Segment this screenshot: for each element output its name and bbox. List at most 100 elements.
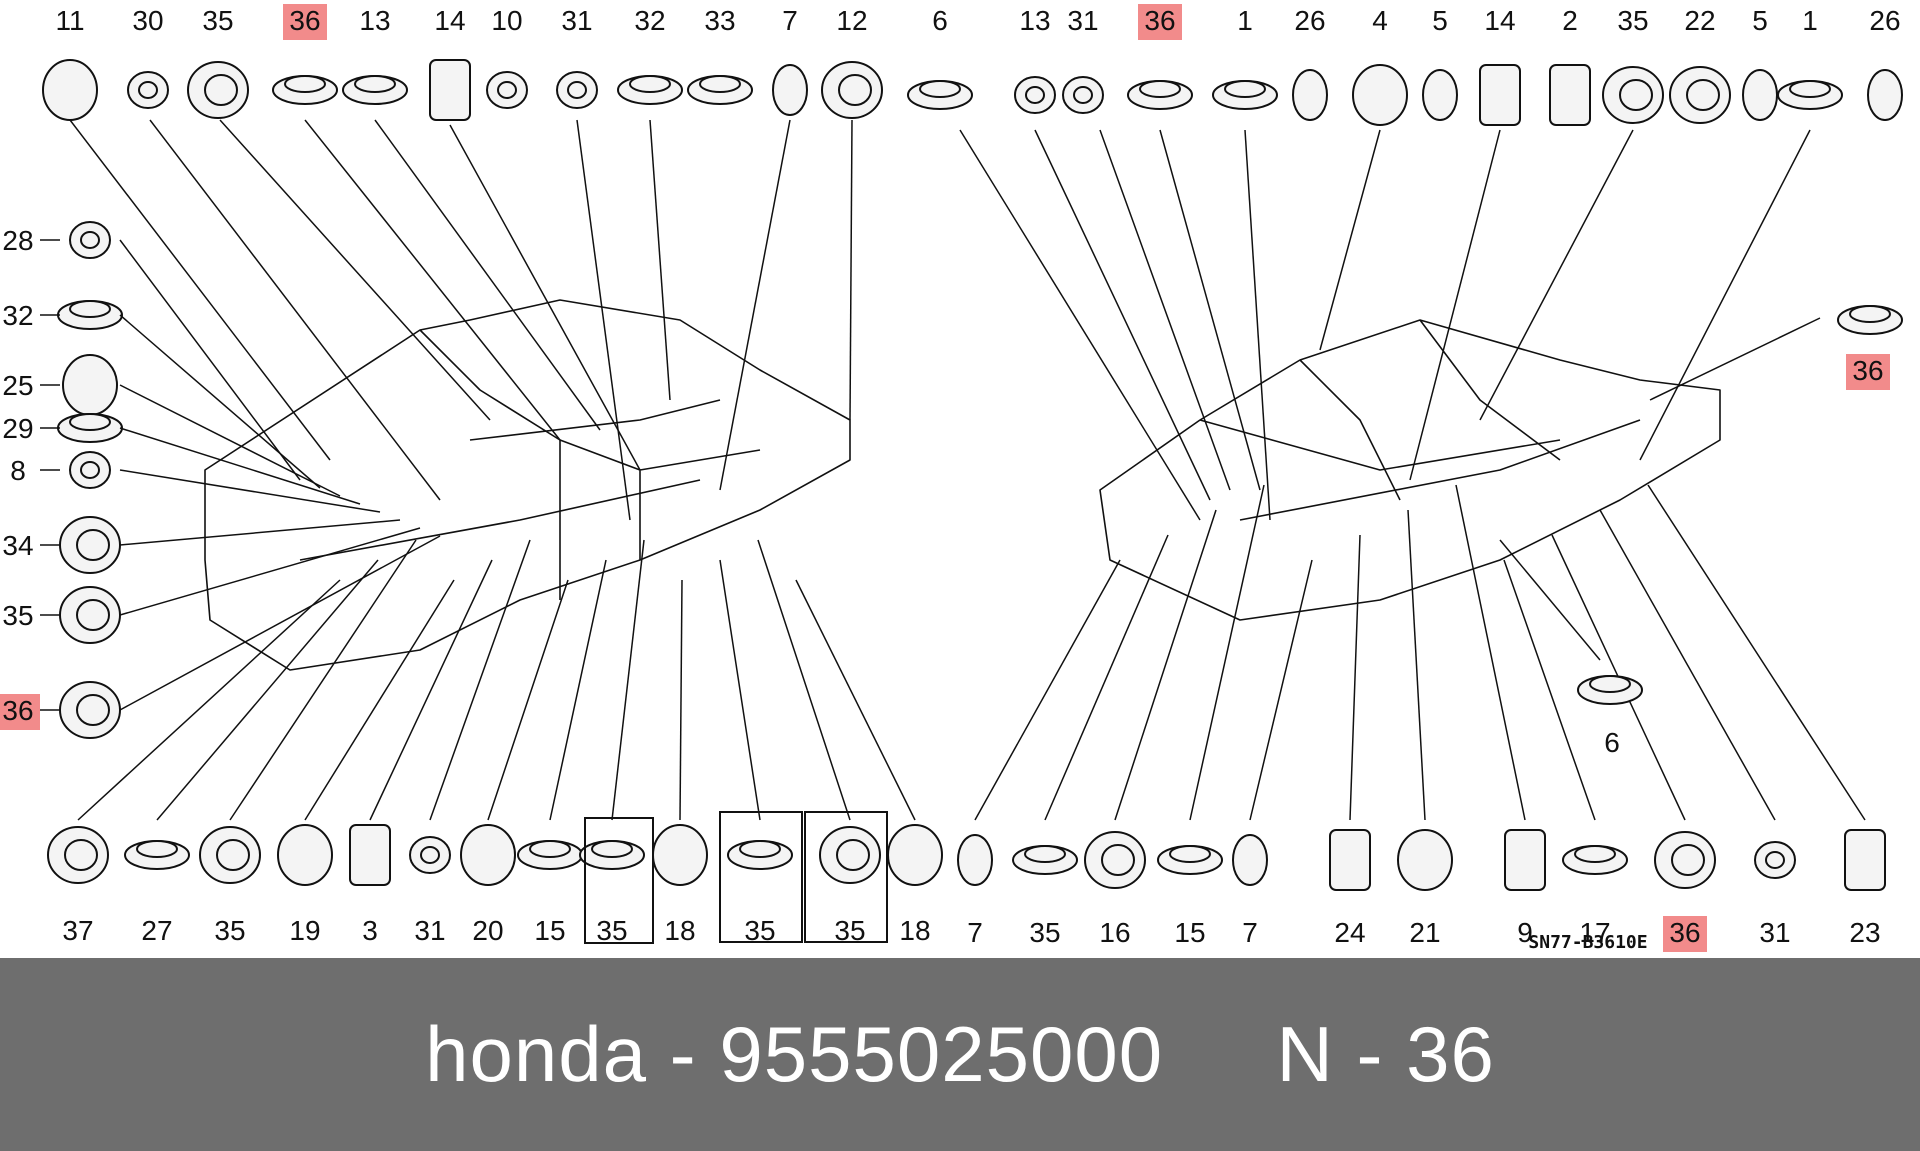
leader-bl-8 [611, 539, 645, 821]
callout-left-0: 28 [2, 225, 33, 256]
part-bottom-left-4 [349, 824, 391, 886]
part-top-right-8 [1479, 64, 1521, 126]
callout-right-side: 36 [1852, 355, 1883, 386]
highlight-box [1138, 4, 1182, 40]
highlight-box [283, 4, 327, 40]
part-left-0 [69, 221, 111, 259]
callout-top-left-2: 35 [202, 5, 233, 36]
part-bottom-left-10 [727, 840, 793, 870]
part-bottom-right-2 [1084, 831, 1146, 889]
part-left-1 [57, 300, 123, 330]
callout-bottom-left-8: 35 [596, 915, 627, 946]
callout-top-right-12: 5 [1752, 5, 1768, 36]
callout-left-6: 35 [2, 600, 33, 631]
leader-bl-9 [679, 579, 683, 821]
callout-left-5: 34 [2, 530, 33, 561]
part-top-right-6 [1352, 64, 1408, 126]
callout-bottom-right-6: 21 [1409, 917, 1440, 948]
leader-bl-5 [429, 539, 531, 821]
callout-top-right-6: 4 [1372, 5, 1388, 36]
leader-br-10 [1599, 509, 1776, 821]
callout-top-right-8: 14 [1484, 5, 1515, 36]
leader-bl-0 [77, 579, 341, 821]
part-top-left-5 [429, 59, 471, 121]
callout-bottom-left-3: 19 [289, 915, 320, 946]
part-number: 9555025000 [719, 1010, 1164, 1098]
part-6-middle [1577, 675, 1643, 705]
callout-bottom-left-12: 18 [899, 915, 930, 946]
leader-tl-11 [849, 119, 853, 421]
drawing-code: SN77-B3610E [1528, 932, 1647, 953]
leader-bl-1 [156, 559, 379, 821]
part-top-right-5 [1292, 69, 1328, 121]
callout-top-right-14: 26 [1869, 5, 1900, 36]
leader-tr-2 [1099, 129, 1231, 491]
footer-text: honda - 9555025000 N - 36 [425, 1009, 1495, 1100]
part-top-left-6 [486, 71, 528, 109]
part-bottom-left-3 [277, 824, 333, 886]
bracket-box-0 [584, 817, 654, 944]
part-top-right-4 [1212, 80, 1278, 110]
part-top-left-3 [272, 75, 338, 105]
part-bottom-right-9 [1654, 831, 1716, 889]
leader-bl-7 [549, 559, 607, 821]
leader-tl-0 [69, 119, 331, 461]
leader-tl-10 [719, 119, 791, 491]
leader-br-7 [1455, 484, 1526, 821]
bracket-box-2 [804, 811, 888, 943]
leader-left-3 [119, 427, 361, 505]
brand-name: honda [425, 1010, 647, 1098]
callout-top-right-13: 1 [1802, 5, 1818, 36]
part-top-left-8 [617, 75, 683, 105]
leader-tl-7 [576, 119, 631, 521]
highlight-box [1663, 916, 1707, 952]
callout-bottom-left-9: 18 [664, 915, 695, 946]
callout-top-right-10: 35 [1617, 5, 1648, 36]
leader-bl-6 [487, 579, 569, 821]
leader-tl-3 [304, 119, 561, 441]
part-top-left-1 [127, 71, 169, 109]
leader-left-1 [119, 314, 321, 489]
part-top-left-9 [687, 75, 753, 105]
callout-bottom-left-10: 35 [744, 915, 775, 946]
part-bottom-right-4 [1232, 834, 1268, 886]
part-top-right-12 [1742, 69, 1778, 121]
highlight-box [1846, 354, 1890, 390]
part-bottom-right-6 [1397, 829, 1453, 891]
callout-bottom-right-7: 9 [1517, 917, 1533, 948]
part-top-left-7 [556, 71, 598, 109]
leader-bl-11 [757, 539, 851, 821]
leader-bl-2 [229, 539, 417, 821]
part-top-right-0 [907, 80, 973, 110]
leader-br-4 [1249, 559, 1313, 821]
leader-left-7 [119, 535, 441, 711]
leader-br-8 [1503, 559, 1596, 821]
leader-br-1 [1044, 534, 1169, 821]
part-bottom-left-0 [47, 826, 109, 884]
callout-top-right-0: 6 [932, 5, 948, 36]
callout-6-middle: 6 [1604, 727, 1620, 758]
leader-tr-13 [1639, 129, 1811, 461]
part-top-left-0 [42, 59, 98, 121]
callout-bottom-left-11: 35 [834, 915, 865, 946]
part-top-right-14 [1867, 69, 1903, 121]
leader-left-6 [119, 527, 421, 616]
leader-tr-6 [1319, 129, 1381, 351]
callout-top-left-6: 10 [491, 5, 522, 36]
part-bottom-right-5 [1329, 829, 1371, 891]
part-top-right-3 [1127, 80, 1193, 110]
leader-br-3 [1189, 484, 1265, 821]
callout-bottom-right-2: 16 [1099, 917, 1130, 948]
leader-left-0 [119, 239, 301, 481]
leader-tr-1 [1034, 129, 1211, 501]
part-left-5 [59, 516, 121, 574]
leader-left-4 [119, 469, 381, 513]
callout-bottom-right-9: 36 [1669, 917, 1700, 948]
bracket-box-1 [719, 811, 803, 943]
callout-bottom-left-6: 20 [472, 915, 503, 946]
part-right-side [1837, 305, 1903, 335]
callout-bottom-left-0: 37 [62, 915, 93, 946]
callout-bottom-left-2: 35 [214, 915, 245, 946]
